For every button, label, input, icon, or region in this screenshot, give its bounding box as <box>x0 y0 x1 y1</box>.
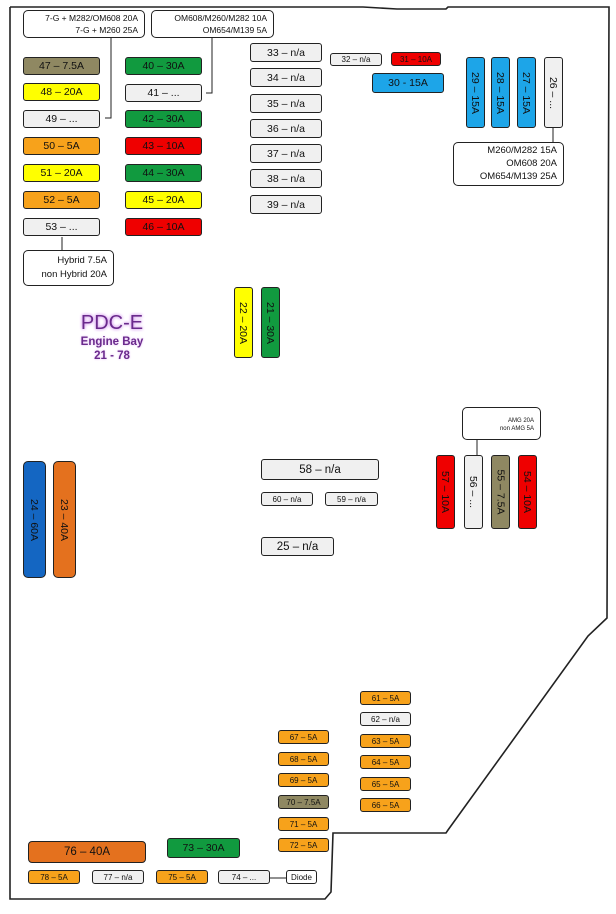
fuse-60: 60 – n/a <box>261 492 313 506</box>
note-line: AMG 20A <box>507 418 534 424</box>
fuse-76: 76 – 40A <box>28 841 146 863</box>
note-line: OM654/M139 25A <box>479 170 557 182</box>
fuse-55: 55 – 7.5A <box>491 455 510 529</box>
fuse-21: 21 – 30A <box>261 287 280 358</box>
fuse-70: 70 – 7.5A <box>278 795 329 809</box>
fuse-48: 48 – 20A <box>23 83 100 101</box>
fuse-34: 34 – n/a <box>250 68 322 87</box>
fuse-78: 78 – 5A <box>28 870 80 884</box>
fuse-59: 59 – n/a <box>325 492 378 506</box>
fuse-32: 32 – n/a <box>330 53 382 66</box>
fuse-51: 51 – 20A <box>23 164 100 182</box>
fuse-62: 62 – n/a <box>360 712 411 726</box>
fuse-31: 31 – 10A <box>391 52 441 66</box>
fuse-63: 63 – 5A <box>360 734 411 748</box>
note-fuse-49: 7-G + M282/OM608 20A 7-G + M260 25A <box>23 10 145 38</box>
fuse-68: 68 – 5A <box>278 752 329 766</box>
fuse-71: 71 – 5A <box>278 817 329 831</box>
fuse-23: 23 – 40A <box>53 461 76 578</box>
fuse-44: 44 – 30A <box>125 164 202 182</box>
fuse-75: 75 – 5A <box>156 870 208 884</box>
fuse-52: 52 – 5A <box>23 191 100 209</box>
fuse-67: 67 – 5A <box>278 730 329 744</box>
fuse-47: 47 – 7.5A <box>23 57 100 75</box>
diagram-title-block: PDC-E Engine Bay 21 - 78 <box>62 312 162 363</box>
fuse-66: 66 – 5A <box>360 798 411 812</box>
diagram-subtitle: Engine Bay <box>80 336 144 348</box>
fuse-61: 61 – 5A <box>360 691 411 705</box>
fuse-69: 69 – 5A <box>278 773 329 787</box>
fuse-33: 33 – n/a <box>250 43 322 62</box>
fuse-39: 39 – n/a <box>250 195 322 214</box>
fuse-40: 40 – 30A <box>125 57 202 75</box>
note-line: 7-G + M260 25A <box>75 24 138 35</box>
fuse-41: 41 – ... <box>125 84 202 102</box>
diode: Diode <box>286 870 317 884</box>
fuse-42: 42 – 30A <box>125 110 202 128</box>
diagram-fuse-range: 21 - 78 <box>94 350 130 362</box>
fuse-77: 77 – n/a <box>92 870 144 884</box>
fuse-73: 73 – 30A <box>167 838 240 858</box>
fuse-29: 29 – 15A <box>466 57 485 128</box>
fuse-37: 37 – n/a <box>250 144 322 163</box>
note-line: Hybrid 7.5A <box>57 255 107 266</box>
fuse-49: 49 – ... <box>23 110 100 128</box>
fuse-30: 30 - 15A <box>372 73 444 93</box>
note-fuse-41: OM608/M260/M282 10A OM654/M139 5A <box>151 10 274 38</box>
note-line: OM654/M139 5A <box>202 24 267 35</box>
note-line: 7-G + M282/OM608 20A <box>45 13 138 23</box>
fuse-35: 35 – n/a <box>250 94 322 113</box>
fuse-38: 38 – n/a <box>250 169 322 188</box>
note-line: OM608/M260/M282 10A <box>174 13 267 23</box>
note-line: OM608 20A <box>506 157 557 169</box>
note-line: non Hybrid 20A <box>41 269 107 280</box>
fuse-45: 45 – 20A <box>125 191 202 209</box>
fuse-54: 54 – 10A <box>518 455 537 529</box>
fuse-72: 72 – 5A <box>278 838 329 852</box>
diagram-title: PDC-E <box>80 312 144 334</box>
fuse-26: 26 – ... <box>544 57 563 128</box>
fuse-46: 46 – 10A <box>125 218 202 236</box>
fuse-57: 57 – 10A <box>436 455 455 529</box>
note-fuse-53: Hybrid 7.5A non Hybrid 20A <box>23 250 114 286</box>
fuse-43: 43 – 10A <box>125 137 202 155</box>
note-line: M260/M282 15A <box>487 145 557 156</box>
fuse-22: 22 – 20A <box>234 287 253 358</box>
fuse-74: 74 – ... <box>218 870 270 884</box>
fuse-53: 53 – ... <box>23 218 100 236</box>
fuse-28: 28 – 15A <box>491 57 510 128</box>
fuse-64: 64 – 5A <box>360 755 411 769</box>
fuse-65: 65 – 5A <box>360 777 411 791</box>
note-line: non AMG 5A <box>499 426 534 432</box>
note-fuse-26: M260/M282 15A OM608 20A OM654/M139 25A <box>453 142 564 186</box>
fuse-25: 25 – n/a <box>261 537 334 556</box>
fuse-50: 50 – 5A <box>23 137 100 155</box>
fuse-56: 56 – ... <box>464 455 483 529</box>
note-fuse-56: AMG 20A non AMG 5A <box>462 407 541 440</box>
fuse-27: 27 – 15A <box>517 57 536 128</box>
fuse-24: 24 – 60A <box>23 461 46 578</box>
fuse-58: 58 – n/a <box>261 459 379 480</box>
fuse-36: 36 – n/a <box>250 119 322 138</box>
